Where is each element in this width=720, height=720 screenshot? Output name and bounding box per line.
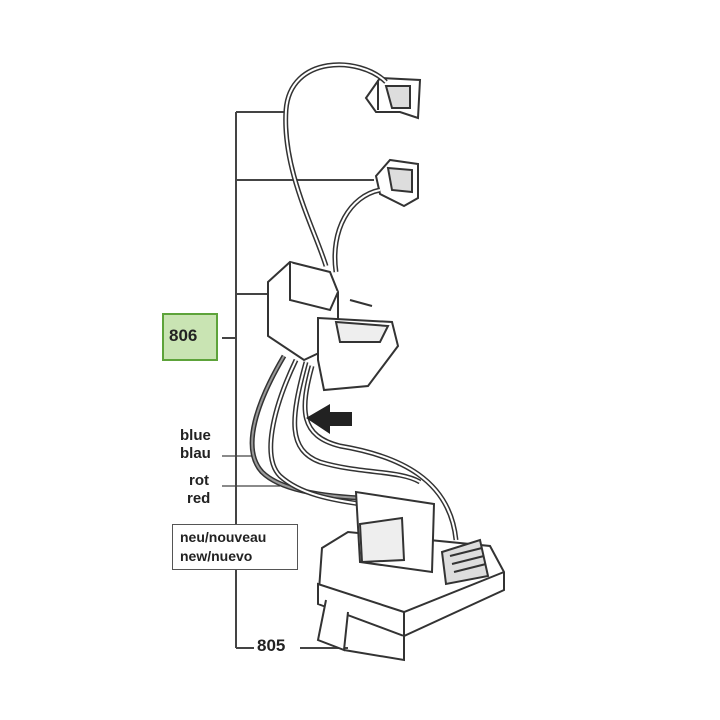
part-806-label: 806 [169,326,198,345]
mid-connector [374,158,419,208]
part-805-label: 805 [257,636,286,655]
wire-red-en: red [187,490,211,507]
circuit-board [316,490,505,662]
wire-red-de: rot [189,472,209,489]
note-line-1: neu/nouveau [180,529,267,545]
indicator-arrow [306,404,352,434]
top-connector [364,76,422,120]
wire-blue-en: blue [180,427,211,444]
wire-blue-de: blau [180,445,211,462]
part-806-highlight [162,313,218,361]
new-version-note [172,524,298,570]
note-line-2: new/nuevo [180,548,253,564]
switch-module [267,260,400,392]
harness-wires [249,354,459,541]
